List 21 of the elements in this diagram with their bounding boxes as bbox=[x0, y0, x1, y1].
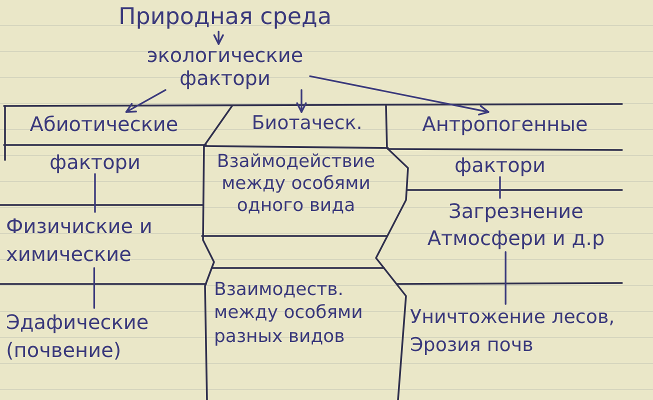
arrow bbox=[309, 75, 490, 116]
connector-line bbox=[499, 176, 501, 199]
connector-line bbox=[94, 173, 96, 213]
arrow bbox=[296, 89, 307, 113]
handwritten-text: Уничтожение лесов, Эрозия почв bbox=[410, 304, 642, 360]
handwritten-text: фактори bbox=[49, 150, 140, 174]
handwritten-text: Взаимодеств. между особями разных видов bbox=[214, 278, 386, 348]
handwritten-text: Эдафические (почвение) bbox=[6, 308, 202, 364]
arrow bbox=[125, 89, 166, 113]
handwritten-text: Загрезнение Атмосфери и д.р bbox=[412, 198, 620, 252]
handwritten-text: Природная среда bbox=[118, 4, 332, 32]
handwritten-text: Абиотические bbox=[30, 112, 178, 136]
handwritten-text: фактори bbox=[454, 153, 546, 177]
arrow bbox=[213, 30, 224, 45]
handwritten-text: экологические фактори bbox=[140, 44, 310, 90]
handwritten-text: Физичиские и химические bbox=[6, 212, 202, 268]
handwritten-text: Взаймодействие между особями одного вида bbox=[210, 151, 382, 217]
handwritten-text: Биотаческ. bbox=[252, 112, 362, 135]
connector-line bbox=[504, 251, 506, 305]
handwritten-text: Антропогенные bbox=[422, 112, 588, 136]
connector-line bbox=[93, 267, 96, 309]
